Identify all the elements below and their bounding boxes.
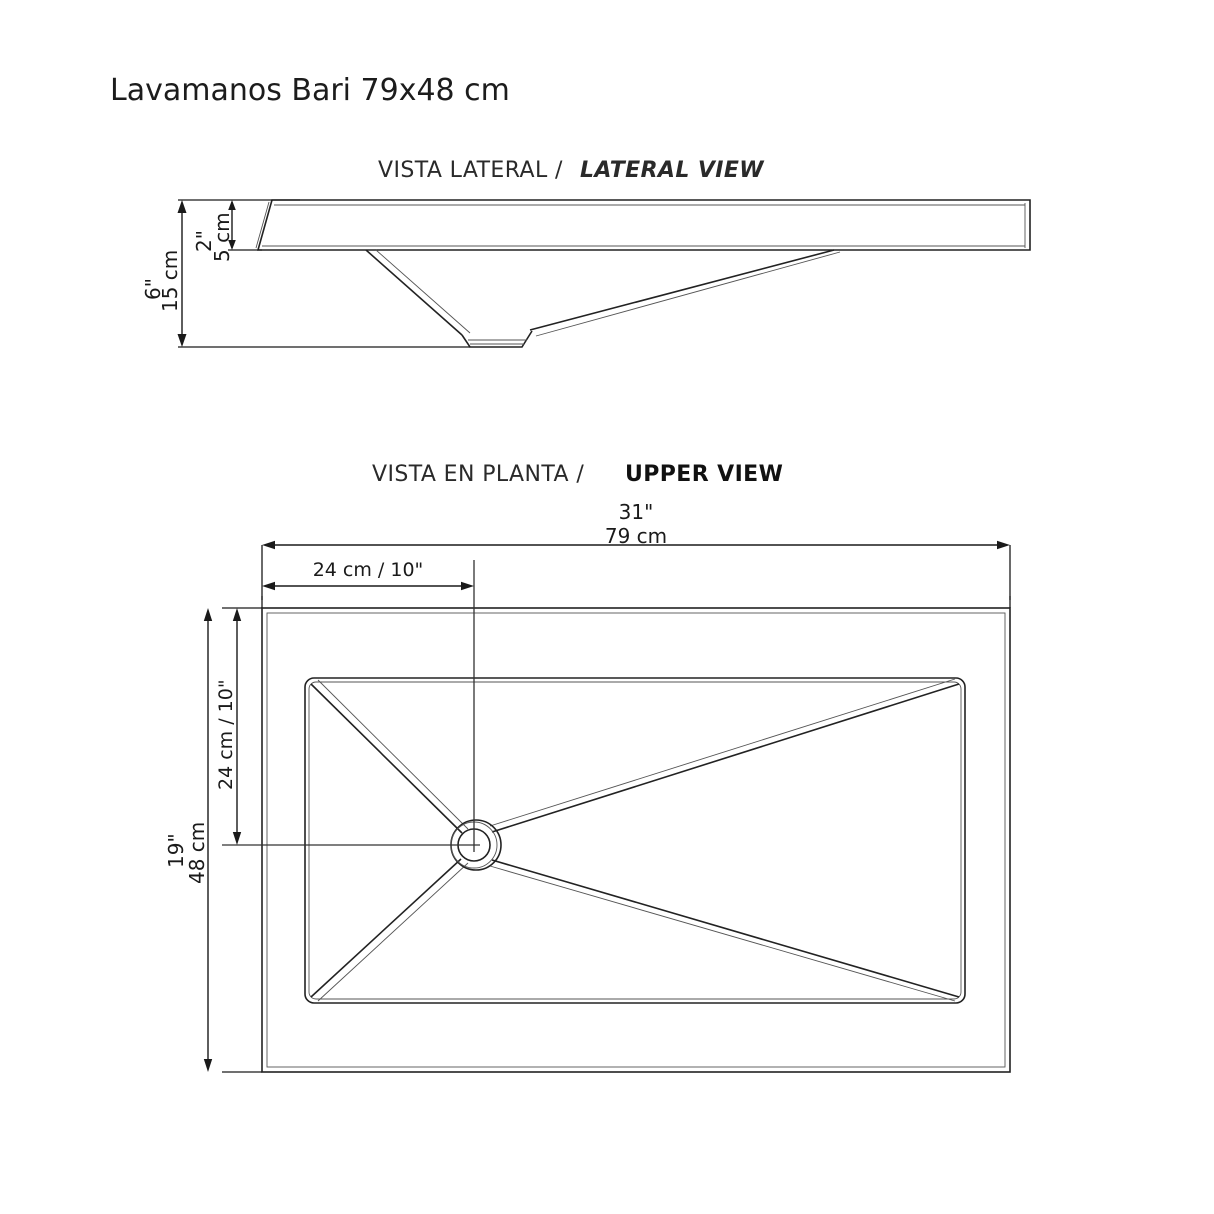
fold-line-top-left-b [317, 679, 469, 830]
basin-left-wall-inner [375, 249, 471, 334]
fold-line-bottom-left-a [310, 858, 462, 998]
overall-depth-metric-label: 48 cm [185, 822, 209, 884]
basin-right-wall-inner [535, 251, 841, 337]
upper-view-drawing: 31" 79 cm 24 cm / 10" 24 cm / 10" 19" 48… [164, 500, 1011, 1073]
slab-thickness-arrow-bottom [228, 240, 236, 250]
overall-depth-arrow-bottom [203, 1059, 213, 1072]
basin-left-wall-outer [365, 249, 463, 336]
overall-width-imperial-label: 31" [619, 500, 654, 524]
basin-sump-outline [461, 330, 533, 348]
upper-view-heading-en: UPPER VIEW [625, 462, 783, 487]
overall-height-imperial-label: 6" [141, 278, 165, 300]
basin-right-wall-outer [529, 249, 835, 331]
plan-slab-outline [261, 607, 1011, 1073]
lateral-view-heading-en: LATERAL VIEW [580, 158, 765, 183]
fold-line-bottom-right-a [491, 859, 960, 998]
lateral-view-drawing: 6" 15 cm 2" 5 cm [141, 199, 1031, 348]
slab-thickness-metric-label: 5 cm [210, 212, 234, 262]
overall-depth-imperial-label: 19" [164, 833, 188, 868]
drain-offset-h-arrow-right [461, 581, 474, 591]
overall-width-arrow-left [262, 540, 275, 550]
lateral-view-heading-es: VISTA LATERAL / [378, 158, 563, 183]
slab-body-outline [256, 199, 1031, 251]
fold-line-top-left-a [310, 683, 463, 834]
fold-line-top-right-b [489, 678, 956, 827]
overall-depth-arrow-top [203, 608, 213, 621]
overall-height-arrow-top [177, 200, 187, 213]
drain-offset-v-arrow-bottom [232, 832, 242, 845]
page-title: Lavamanos Bari 79x48 cm [110, 73, 510, 108]
drain-offset-h-label: 24 cm / 10" [313, 559, 424, 581]
plan-basin-outline [304, 677, 966, 1004]
slab-thickness-imperial-label: 2" [192, 230, 216, 252]
overall-height-metric-label: 15 cm [158, 250, 182, 312]
fold-line-top-right-a [491, 683, 960, 833]
slab-thickness-arrow-top [228, 200, 236, 210]
fold-line-bottom-left-b [317, 862, 469, 1002]
slab-left-chamfer-line [255, 201, 270, 249]
overall-width-arrow-right [997, 540, 1010, 550]
plan-basin-inner-rim [308, 681, 962, 1000]
drain-offset-h-arrow-left [262, 581, 275, 591]
overall-height-arrow-bottom [177, 334, 187, 347]
plan-slab-inner-rim [266, 612, 1006, 1068]
overall-width-metric-label: 79 cm [605, 524, 667, 548]
drain-offset-v-label: 24 cm / 10" [215, 679, 237, 790]
upper-view-heading-es: VISTA EN PLANTA / [372, 462, 584, 487]
fold-line-bottom-right-b [489, 865, 956, 1002]
drain-offset-v-arrow-top [232, 608, 242, 621]
